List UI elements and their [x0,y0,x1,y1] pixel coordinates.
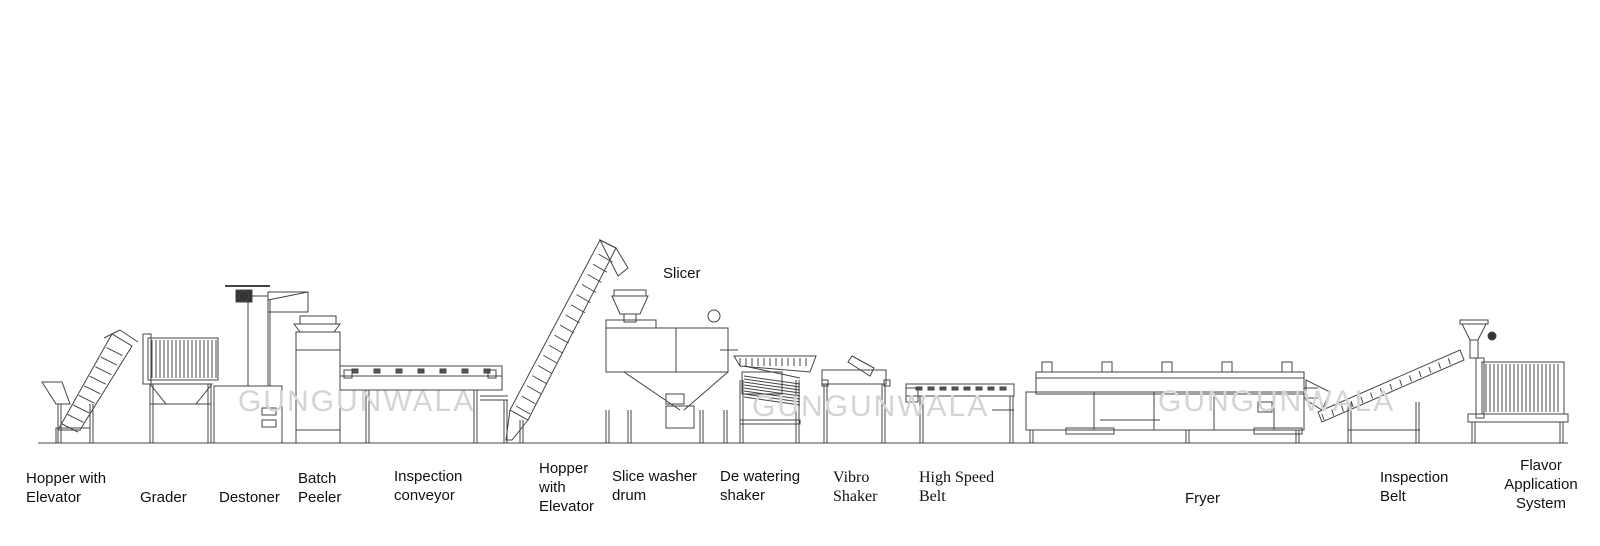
vibro-shaker-drawing [821,355,891,443]
grader-drawing [142,333,219,443]
label-high-speed-belt: High Speed Belt [919,469,995,505]
label-grader: Grader [140,489,187,506]
label-destoner: Destoner [219,489,280,506]
inspection-conveyor-drawing [339,365,508,443]
label-inspection-belt: Inspection Belt [1380,469,1449,505]
label-slice-washer-drum: Slice washer drum [612,468,698,504]
label-vibro-shaker: Vibro Shaker [833,469,878,505]
high-speed-belt-drawing [905,383,1015,443]
watermark-1: GUNGUNWALA [238,385,476,418]
label-hopper-with-elevator-1: Hopper with Elevator [26,470,107,506]
label-flavor-application-system: Flavor Application System [1504,457,1578,512]
fryer-drawing [1025,361,1318,443]
label-hopper-with-elevator-2: Hopper with Elevator [539,460,595,515]
de-watering-shaker-drawing [733,355,817,443]
label-de-watering-shaker: De watering shaker [720,468,801,504]
slice-washer-drum-drawing [605,309,738,443]
slicer-drawing [605,289,657,329]
watermark-3: GUNGUNWALA [1158,385,1396,418]
batch-peeler-drawing [293,315,341,444]
label-batch-peeler: Batch Peeler [298,470,342,506]
destoner-drawing [213,285,309,444]
flavor-application-system-drawing [1459,319,1569,443]
watermark-2: GUNGUNWALA [752,390,990,423]
label-fryer: Fryer [1185,490,1220,507]
hopper-elevator-2-drawing [505,238,629,443]
label-inspection-conveyor: Inspection conveyor [394,468,463,504]
label-slicer: Slicer [663,265,701,282]
inspection-belt-drawing [1305,349,1465,443]
hopper-elevator-1-drawing [41,329,139,444]
